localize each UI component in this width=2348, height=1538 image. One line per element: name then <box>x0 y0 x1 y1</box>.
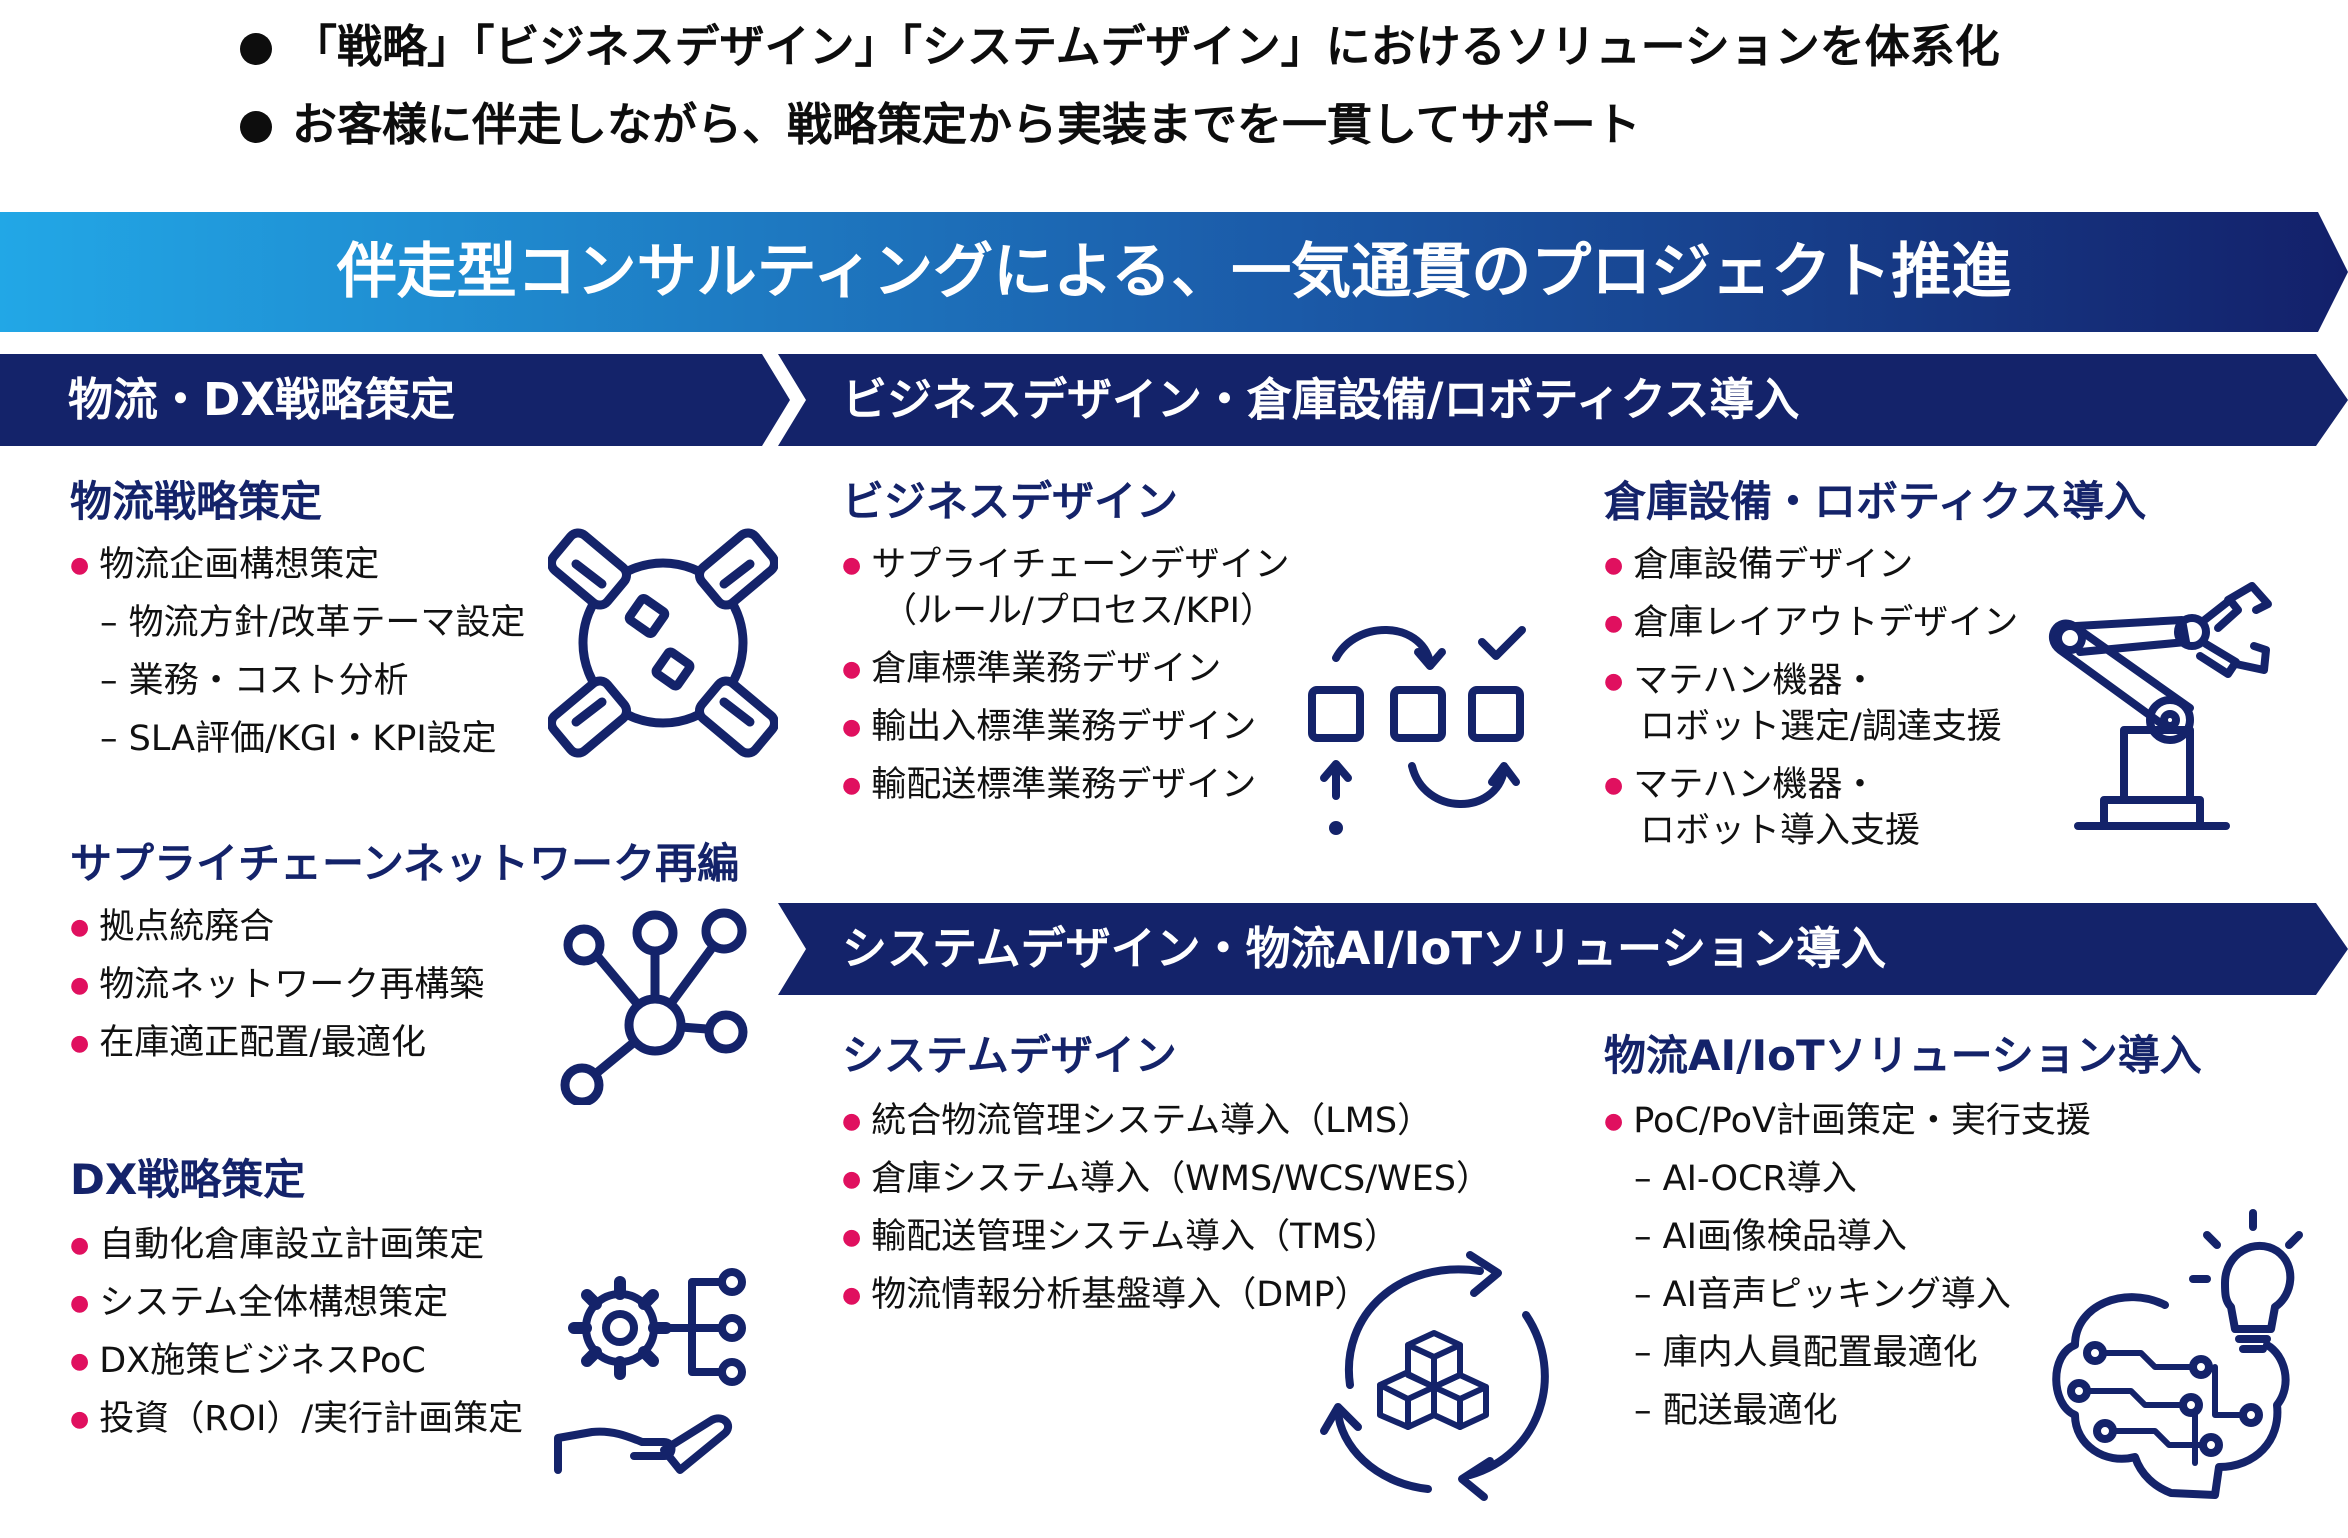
header-arrow-business <box>778 354 2348 446</box>
header-system: システムデザイン・物流AI/IoTソリューション導入 <box>842 922 1887 975</box>
list-system-design: 統合物流管理システム導入（LMS） 倉庫システム導入（WMS/WCS/WES） … <box>842 1092 1491 1324</box>
section-title-warehouse-robotics: 倉庫設備・ロボティクス導入 <box>1604 477 2147 526</box>
section-title-logistics-strategy: 物流戦略策定 <box>70 477 323 526</box>
section-title-system-design: システムデザイン <box>842 1031 1177 1080</box>
list-ai-iot: PoC/PoV計画策定・実行支援 – AI-OCR導入 – AI画像検品導入 –… <box>1604 1092 2091 1440</box>
list-item: 自動化倉庫設立計画策定 <box>70 1216 523 1274</box>
list-item: マテハン機器・ <box>1604 652 2018 710</box>
robot-arm-icon <box>2048 582 2272 830</box>
handshake-circle-icon <box>548 528 778 758</box>
list-item: 倉庫標準業務デザイン <box>842 640 1289 698</box>
section-title-ai-iot: 物流AI/IoTソリューション導入 <box>1604 1031 2202 1080</box>
list-item: – AI画像検品導入 <box>1634 1217 1907 1257</box>
list-item: システム全体構想策定 <box>70 1274 523 1332</box>
list-item: – 庫内人員配置最適化 <box>1634 1333 1978 1373</box>
list-item: 輸配送管理システム導入（TMS） <box>842 1208 1491 1266</box>
list-item: 物流ネットワーク再構築 <box>70 956 484 1014</box>
list-item: 統合物流管理システム導入（LMS） <box>842 1092 1491 1150</box>
list-item: 投資（ROI）/実行計画策定 <box>70 1390 523 1448</box>
list-item: 輸出入標準業務デザイン <box>842 698 1289 756</box>
top-point-1-text: 「戦略」「ビジネスデザイン」「システムデザイン」におけるソリューションを体系化 <box>292 20 2000 73</box>
list-item: – AI音声ピッキング導入 <box>1634 1275 2011 1315</box>
list-item: 在庫適正配置/最適化 <box>70 1014 484 1072</box>
list-dx-strategy: 自動化倉庫設立計画策定 システム全体構想策定 DX施策ビジネスPoC 投資（RO… <box>70 1216 523 1448</box>
top-point-1: 「戦略」「ビジネスデザイン」「システムデザイン」におけるソリューションを体系化 <box>240 10 2000 75</box>
list-item: 倉庫設備デザイン <box>1604 536 2018 594</box>
list-item: PoC/PoV計画策定・実行支援 <box>1604 1092 2091 1150</box>
list-warehouse-robotics: 倉庫設備デザイン 倉庫レイアウトデザイン マテハン機器・ ロボット選定/調達支援… <box>1604 536 2018 860</box>
list-item: – 業務・コスト分析 <box>100 661 409 701</box>
banner-arrow <box>0 212 2348 332</box>
list-item: – AI-OCR導入 <box>1634 1159 1857 1199</box>
list-item: ロボット導入支援 <box>1640 811 1921 851</box>
list-business-design: サプライチェーンデザイン （ルール/プロセス/KPI） 倉庫標準業務デザイン 輸… <box>842 536 1289 814</box>
list-item: 倉庫システム導入（WMS/WCS/WES） <box>842 1150 1491 1208</box>
top-point-2: お客様に伴走しながら、戦略策定から実装までを一貫してサポート <box>240 88 1641 153</box>
section-title-supply-chain-network: サプライチェーンネットワーク再編 <box>70 839 740 888</box>
banner-title: 伴走型コンサルティングによる、一気通貫のプロジェクト推進 <box>336 237 2012 307</box>
list-item: – 配送最適化 <box>1634 1391 1838 1431</box>
section-title-dx-strategy: DX戦略策定 <box>70 1155 306 1204</box>
header-strategy: 物流・DX戦略策定 <box>68 373 456 426</box>
list-item: – SLA評価/KGI・KPI設定 <box>100 719 497 759</box>
section-title-business-design: ビジネスデザイン <box>842 477 1179 526</box>
list-logistics-strategy: 物流企画構想策定 – 物流方針/改革テーマ設定 – 業務・コスト分析 – SLA… <box>70 536 525 768</box>
brain-bulb-icon <box>2052 1209 2303 1499</box>
list-item: 拠点統廃合 <box>70 898 484 956</box>
list-item: 輸配送標準業務デザイン <box>842 756 1289 814</box>
top-point-2-text: お客様に伴走しながら、戦略策定から実装までを一貫してサポート <box>292 98 1641 151</box>
list-item: 物流企画構想策定 <box>70 536 525 594</box>
header-arrow-strategy <box>0 354 790 446</box>
list-item: （ルール/プロセス/KPI） <box>882 591 1275 631</box>
header-business: ビジネスデザイン・倉庫設備/ロボティクス導入 <box>842 373 1800 426</box>
process-flow-icon <box>1308 626 1526 835</box>
bullet-dot <box>240 111 272 143</box>
list-item: DX施策ビジネスPoC <box>70 1332 523 1390</box>
header-arrow-system <box>778 903 2348 995</box>
list-supply-chain-network: 拠点統廃合 物流ネットワーク再構築 在庫適正配置/最適化 <box>70 898 484 1072</box>
list-item: 倉庫レイアウトデザイン <box>1604 594 2018 652</box>
list-item: – 物流方針/改革テーマ設定 <box>100 603 526 643</box>
list-item: サプライチェーンデザイン <box>842 536 1289 594</box>
network-hub-icon <box>560 908 748 1105</box>
cycle-boxes-icon <box>1320 1251 1549 1501</box>
gear-hand-icon <box>554 1268 746 1474</box>
list-item: 物流情報分析基盤導入（DMP） <box>842 1266 1491 1324</box>
list-item: ロボット選定/調達支援 <box>1640 707 2002 747</box>
bullet-dot <box>240 33 272 65</box>
list-item: マテハン機器・ <box>1604 756 2018 814</box>
